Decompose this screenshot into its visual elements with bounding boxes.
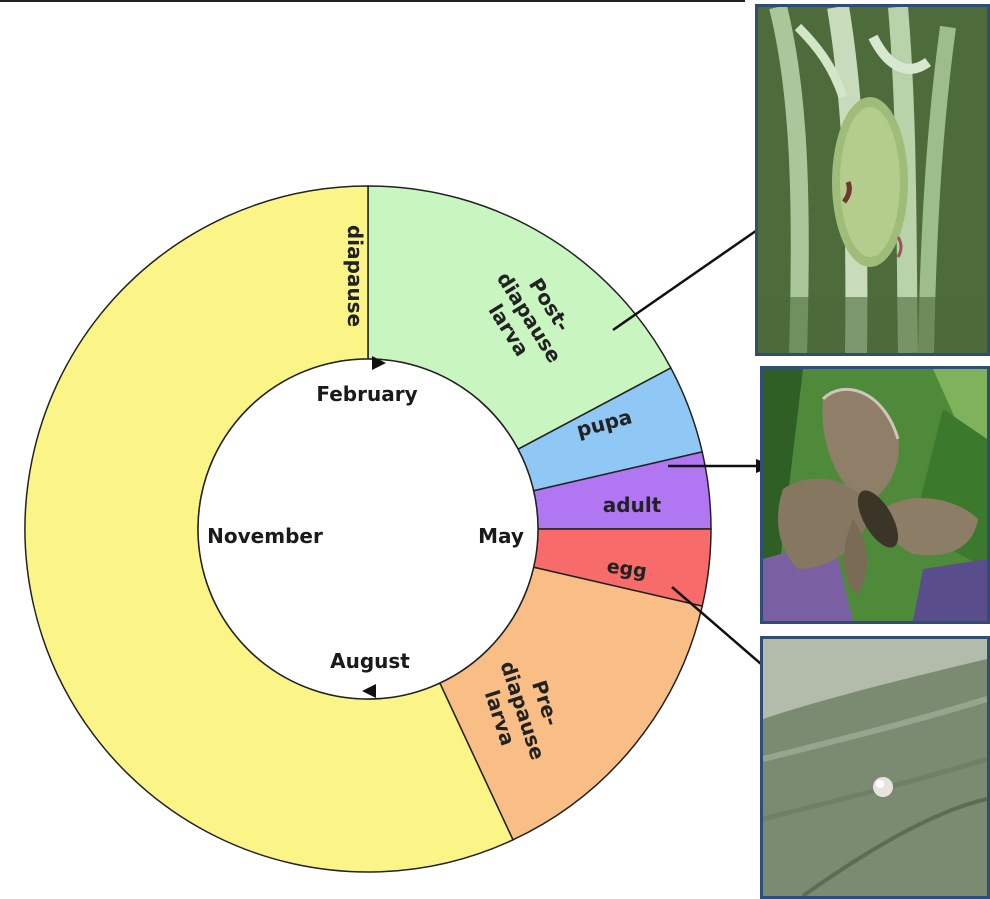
egg-photo <box>760 636 990 899</box>
adult-label: adult <box>603 493 662 517</box>
month-august: August <box>330 649 410 673</box>
month-november: November <box>207 524 323 548</box>
larva-photo <box>755 4 990 356</box>
life-cycle-ring <box>25 186 711 872</box>
egg-photo-image <box>763 639 987 896</box>
month-may: May <box>478 524 524 548</box>
diapause-label: diapause <box>343 225 367 327</box>
adult-butterfly-photo <box>760 366 990 624</box>
adult-butterfly-photo-image <box>763 369 987 621</box>
larva-photo-image <box>758 7 987 353</box>
month-february: February <box>316 382 417 406</box>
